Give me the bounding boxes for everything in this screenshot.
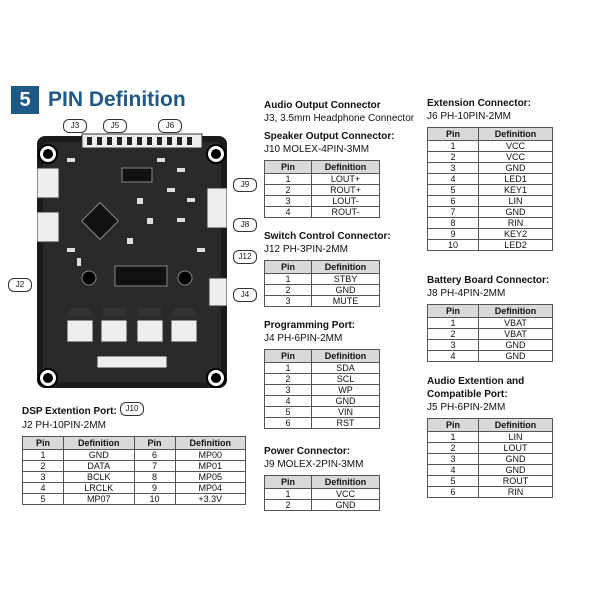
dsp-title: DSP Extention Port:	[22, 406, 117, 417]
col-definition: Definition	[174, 436, 246, 450]
programming-title: Programming Port:	[264, 320, 356, 331]
col-definition: Definition	[63, 436, 135, 450]
battery-subtitle: J8 PH-4PIN-2MM	[427, 288, 506, 299]
col-definition: Definition	[311, 260, 380, 274]
power-title: Power Connector:	[264, 446, 351, 457]
switch-title: Switch Control Connector:	[264, 231, 391, 242]
programming-subtitle: J4 PH-6PIN-2MM	[264, 333, 343, 344]
extension-subtitle: J6 PH-10PIN-2MM	[427, 111, 511, 122]
col-definition: Definition	[311, 160, 380, 174]
callout-j12: J12	[233, 250, 257, 264]
battery-title: Battery Board Connector:	[427, 275, 550, 286]
col-pin: Pin	[427, 418, 479, 432]
callout-j8: J8	[233, 218, 257, 232]
audio-ext-title-2: Compatible Port:	[427, 389, 508, 400]
col-definition: Definition	[311, 475, 380, 489]
callout-j2: J2	[8, 278, 32, 292]
switch-subtitle: J12 PH-3PIN-2MM	[264, 244, 348, 255]
callout-j5: J5	[103, 119, 127, 133]
callout-j4: J4	[233, 288, 257, 302]
col-pin: Pin	[427, 127, 479, 141]
section-number: 5	[11, 86, 39, 114]
col-pin: Pin	[133, 436, 176, 450]
extension-title: Extension Connector:	[427, 98, 531, 109]
callout-j9: J9	[233, 178, 257, 192]
power-subtitle: J9 MOLEX-2PIN-3MM	[264, 459, 364, 470]
dsp-subtitle: J2 PH-10PIN-2MM	[22, 420, 106, 431]
col-pin: Pin	[264, 475, 312, 489]
col-pin: Pin	[264, 160, 312, 174]
speaker-subtitle: J10 MOLEX-4PIN-3MM	[264, 144, 370, 155]
callout-j10: J10	[120, 402, 144, 416]
audio-ext-title-1: Audio Extention and	[427, 376, 525, 387]
section-title: PIN Definition	[48, 88, 186, 111]
speaker-title: Speaker Output Connector:	[264, 131, 395, 142]
audio-out-subtitle: J3, 3.5mm Headphone Connector	[264, 113, 415, 124]
col-pin: Pin	[264, 349, 312, 363]
col-definition: Definition	[311, 349, 380, 363]
col-definition: Definition	[478, 418, 553, 432]
col-pin: Pin	[264, 260, 312, 274]
col-definition: Definition	[478, 127, 553, 141]
col-pin: Pin	[427, 304, 479, 318]
callout-j6: J6	[158, 119, 182, 133]
col-pin: Pin	[22, 436, 64, 450]
audio-out-title: Audio Output Connector	[264, 100, 381, 111]
col-definition: Definition	[478, 304, 553, 318]
board-illustration	[37, 133, 227, 388]
callout-j3: J3	[63, 119, 87, 133]
audio-ext-subtitle: J5 PH-6PIN-2MM	[427, 402, 506, 413]
